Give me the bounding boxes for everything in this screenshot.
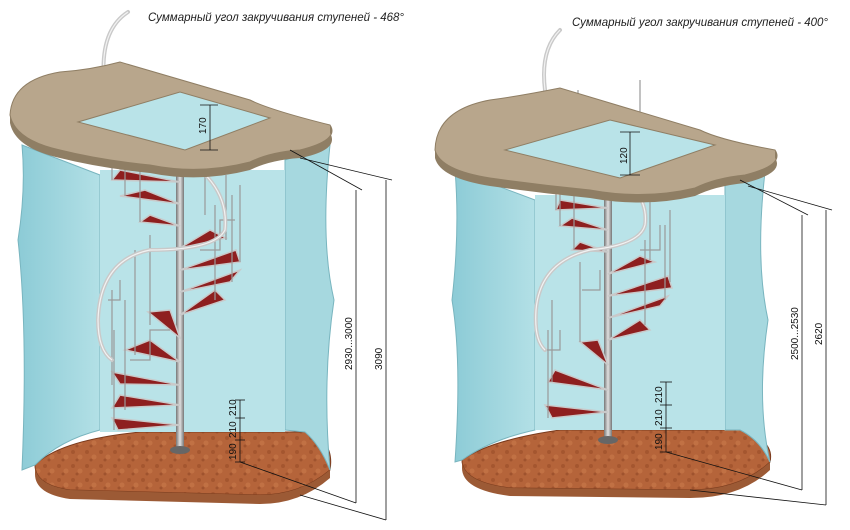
right-slab-edge <box>435 150 777 203</box>
left-wall-back <box>100 170 285 432</box>
right-dimensions <box>620 131 833 506</box>
right-dim-step-rise-1: 190 <box>654 433 665 450</box>
left-angle-caption: Суммарный угол закручивания ступеней - 4… <box>148 12 405 24</box>
right-dim-step-rise-3: 210 <box>654 386 665 403</box>
right-slab-opening <box>503 119 717 179</box>
left-stair-model <box>9 10 335 504</box>
left-wall-right <box>284 144 335 471</box>
left-dim-step-rise-2: 210 <box>228 421 239 438</box>
right-pole-base <box>598 436 618 444</box>
left-dim-opening-gap: 170 <box>198 117 209 134</box>
left-slab-opening <box>76 91 272 151</box>
left-floor-edge <box>35 465 330 504</box>
left-slab-edge <box>10 115 332 178</box>
left-dim-step-rise-3: 210 <box>228 399 239 416</box>
right-dim-step-rise-2: 210 <box>654 409 665 426</box>
left-pole-base <box>170 446 190 454</box>
left-center-pole <box>176 120 184 450</box>
right-dim-opening-gap: 120 <box>619 147 630 164</box>
right-wall-left <box>451 169 536 463</box>
right-floor-edge <box>462 460 770 498</box>
left-dim-step-rise-1: 190 <box>228 443 239 460</box>
left-treads <box>110 119 243 431</box>
right-wall-right <box>724 171 771 463</box>
left-wall-left <box>17 144 101 471</box>
right-dim-floor-range: 2500...2530 <box>790 307 801 360</box>
right-angle-caption: Суммарный угол закручивания ступеней - 4… <box>572 17 829 29</box>
right-dim-total-height: 2620 <box>814 322 825 345</box>
right-center-pole <box>604 130 612 440</box>
right-stair-model <box>434 28 778 498</box>
left-dim-floor-range: 2930...3000 <box>344 317 355 370</box>
left-dim-total-height: 3090 <box>374 347 385 370</box>
left-dimensions <box>200 104 393 521</box>
